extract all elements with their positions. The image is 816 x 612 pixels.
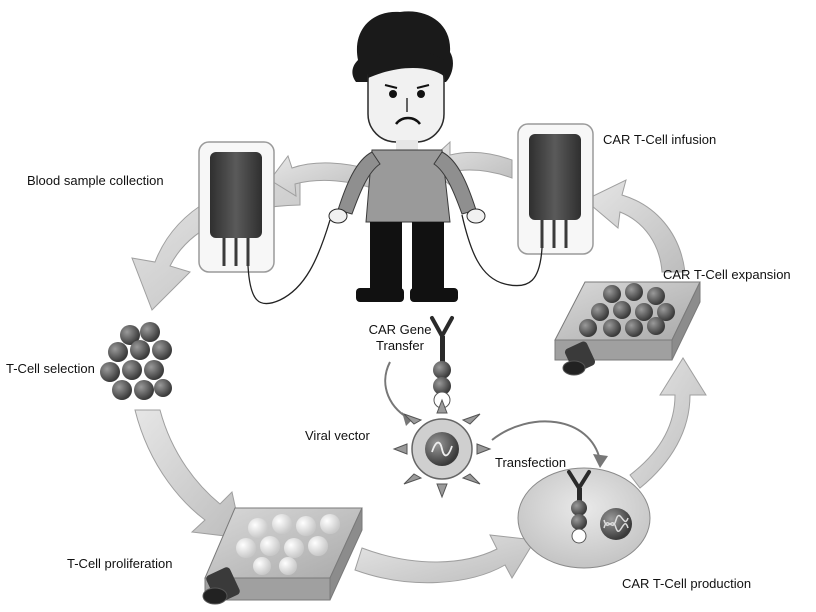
arrow-production-to-expansion [629, 357, 707, 489]
label-car-gene-transfer-line2: Transfer [376, 338, 424, 353]
transfection-curved-arrow [491, 420, 601, 461]
viral-vector [392, 398, 492, 499]
gene-transfer-curved-arrow [384, 361, 413, 421]
collection-tube [247, 219, 331, 305]
car-gene-receptor [430, 316, 454, 409]
label-car-t-cell-production: CAR T-Cell production [622, 576, 752, 591]
car-t-cell-production-cell [517, 467, 651, 569]
label-t-cell-proliferation: T-Cell proliferation [67, 556, 173, 571]
expansion-tray [554, 281, 701, 376]
patient-figure [328, 11, 486, 302]
label-t-cell-selection: T-Cell selection [6, 361, 95, 376]
label-transfection: Transfection [495, 455, 567, 470]
label-car-gene-transfer-line1: CAR Gene [368, 322, 432, 337]
label-car-t-cell-expansion: CAR T-Cell expansion [663, 267, 791, 282]
arrow-expansion-to-infusion [584, 179, 686, 273]
label-viral-vector: Viral vector [305, 428, 370, 443]
label-blood-sample-collection: Blood sample collection [27, 173, 164, 188]
collection-blood-bag [198, 141, 275, 273]
infusion-tube [461, 214, 543, 287]
arrow-proliferation-to-production [354, 534, 536, 584]
infusion-blood-bag [517, 123, 594, 255]
proliferation-tray [202, 507, 363, 605]
arrow-selection-to-proliferation [134, 409, 243, 539]
label-car-t-cell-infusion: CAR T-Cell infusion [603, 132, 717, 147]
t-cell-selection-cluster [100, 322, 172, 400]
